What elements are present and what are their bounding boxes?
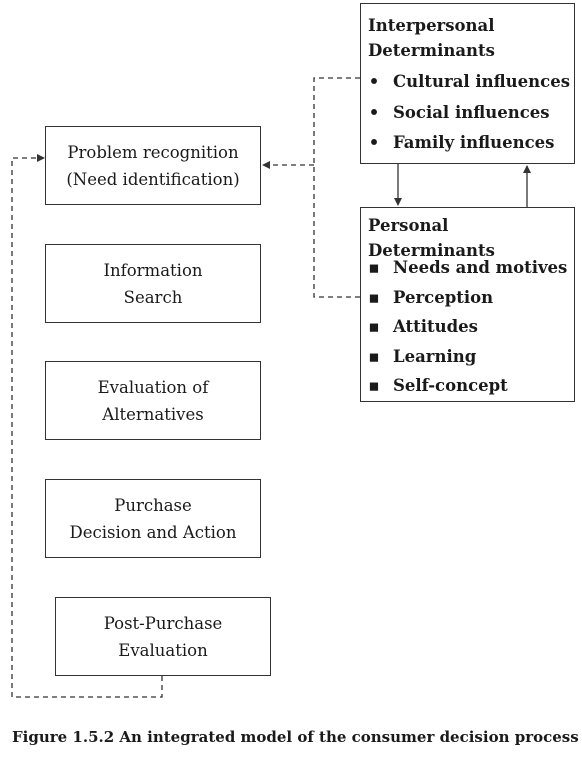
figure-caption: Figure 1.5.2 An integrated model of the …: [12, 728, 579, 746]
square-bullet-icon: ▪: [368, 376, 380, 395]
interpersonal-heading-line2: Determinants: [368, 41, 495, 60]
square-bullet-icon: ▪: [368, 317, 380, 336]
stage-evaluation-of-alternatives: Evaluation of Alternatives: [45, 361, 261, 440]
stage-label-line1: Purchase: [114, 495, 192, 515]
stage-label-line2: Decision and Action: [69, 522, 237, 542]
list-item: ▪Attitudes: [367, 312, 567, 342]
list-item: •Social influences: [367, 98, 570, 129]
stage-information-search: Information Search: [45, 244, 261, 323]
square-bullet-icon: ▪: [368, 346, 380, 366]
feedback-loop-arrow: [11, 154, 163, 698]
stage-label-line2: Search: [123, 287, 183, 307]
stage-label-line2: Evaluation: [118, 640, 208, 660]
stage-purchase-decision: Purchase Decision and Action: [45, 479, 261, 558]
stage-label-line1: Evaluation of: [97, 377, 209, 397]
stage-label-line1: Information: [103, 260, 203, 280]
stage-post-purchase-evaluation: Post-Purchase Evaluation: [55, 597, 271, 676]
square-bullet-icon: ▪: [368, 287, 380, 307]
bullet-icon: •: [368, 133, 380, 152]
list-item: ▪Self-concept: [367, 371, 567, 401]
interpersonal-determinants-box: Interpersonal Determinants •Cultural inf…: [360, 3, 575, 164]
list-item: •Cultural influences: [367, 67, 570, 98]
list-item: ▪Learning: [367, 342, 567, 372]
stage-label-line1: Post-Purchase: [103, 613, 223, 633]
personal-list: ▪Needs and motives ▪Perception ▪Attitude…: [367, 253, 567, 401]
list-item: •Family influences: [367, 128, 570, 159]
stage-label-line2: Alternatives: [102, 404, 204, 424]
stage-problem-recognition: Problem recognition (Need identification…: [45, 126, 261, 205]
personal-heading: Personal Determinants: [368, 216, 495, 260]
square-bullet-icon: ▪: [368, 258, 380, 277]
personal-determinants-box: Personal Determinants ▪Needs and motives…: [360, 207, 575, 402]
bullet-icon: •: [368, 102, 380, 122]
bullet-icon: •: [368, 72, 380, 91]
stage-label-line1: Problem recognition: [67, 142, 239, 162]
interpersonal-dashed-link: [313, 77, 360, 298]
stage-label-line2: (Need identification): [66, 169, 240, 189]
list-item: ▪Needs and motives: [367, 253, 567, 283]
list-item: ▪Perception: [367, 283, 567, 313]
interpersonal-list: •Cultural influences •Social influences …: [367, 67, 570, 159]
interpersonal-heading-line1: Interpersonal: [368, 16, 495, 35]
interpersonal-heading: Interpersonal Determinants: [368, 13, 495, 63]
